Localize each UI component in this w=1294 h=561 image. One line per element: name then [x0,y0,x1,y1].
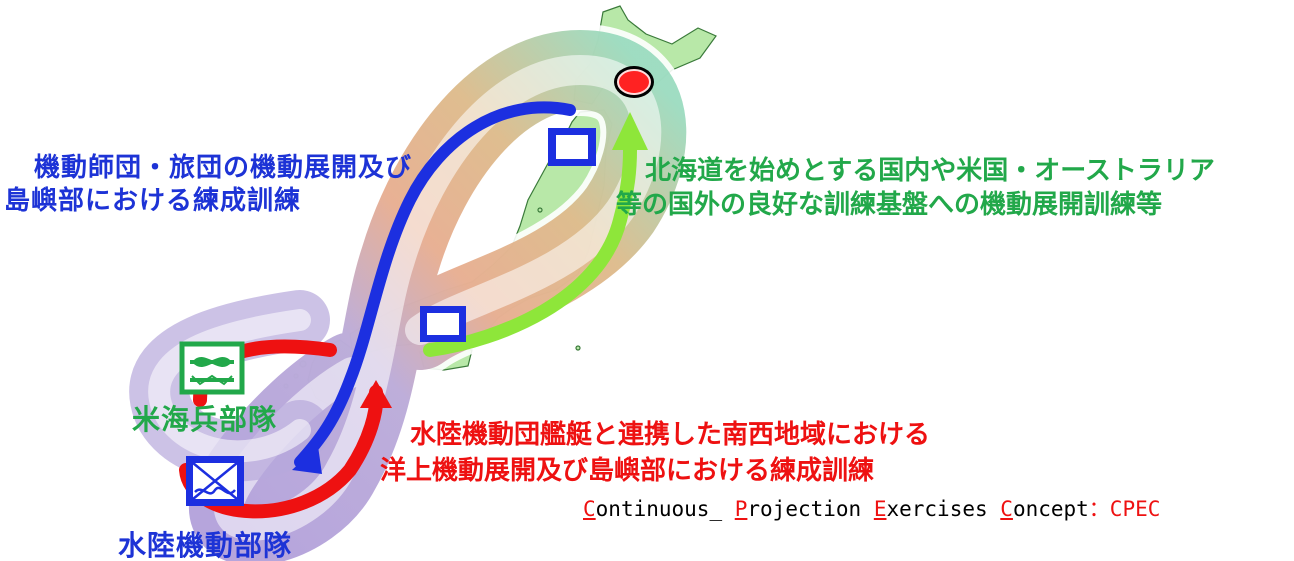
green-arrowhead [612,112,648,150]
island-dot [537,207,543,213]
bottom-label-line2: 洋上機動展開及び島嶼部における練成訓練 [380,456,875,486]
caption-word-exercises: xercises [886,497,1001,521]
left-label-line1: 機動師団・旅団の機動展開及び [34,153,413,183]
caption-abbreviation: CPEC [1109,497,1161,521]
island-dot [575,345,581,351]
caption-initial-e: E [873,497,887,521]
blue-arrowhead [292,446,322,474]
marine-unit-label: 米海兵部隊 [132,403,278,436]
hokkaido-location-marker [614,66,654,98]
caption-word-continuous: ontinuous_ [595,497,735,521]
green-deployment-arrow [423,112,648,357]
caption-initial-c1: C [583,497,596,521]
caption-separator: ： [1088,497,1110,521]
right-label-line1: 北海道を始めとする国内や米国・オーストラリア [645,156,1215,186]
caption-initial-p: P [734,497,748,521]
red-arrowhead [360,380,392,408]
amphibious-unit-label: 水陸機動部隊 [118,529,293,561]
cpec-caption: Continuous_ Projection Exercises Concept… [583,493,1160,523]
caption-word-projection: rojection [747,497,874,521]
caption-initial-c2: C [1000,497,1013,521]
unit-marker-tohoku [548,128,596,166]
marine-unit-icon [179,341,245,395]
left-label-line2: 島嶼部における練成訓練 [4,186,302,216]
caption-word-concept: oncept [1012,497,1089,521]
right-label-line2: 等の国外の良好な訓練基盤への機動展開訓練等 [616,190,1163,220]
unit-marker-kinki [420,306,466,342]
blue-deployment-arrow [292,101,576,474]
bottom-label-line1: 水陸機動団艦艇と連携した南西地域における [410,420,931,450]
amphibious-unit-icon [186,456,244,506]
